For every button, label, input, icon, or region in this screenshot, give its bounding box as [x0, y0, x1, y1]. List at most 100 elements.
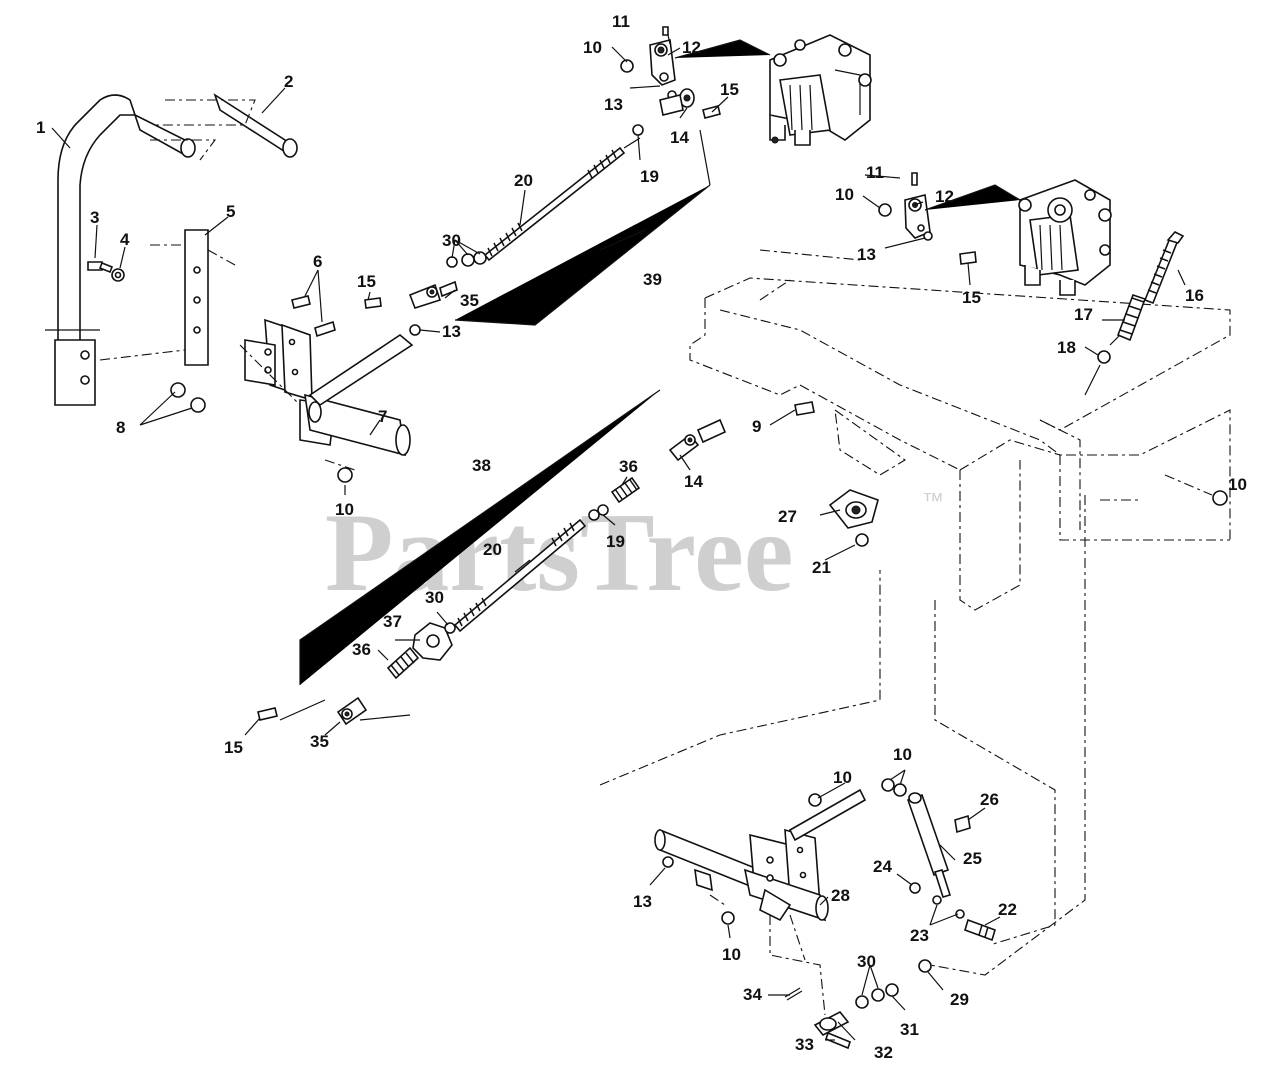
callout-38: 38 — [472, 456, 491, 475]
callout-10-c: 10 — [835, 185, 854, 204]
bolt-15-upper-left — [364, 297, 382, 309]
callout-28: 28 — [831, 886, 850, 905]
callout-1: 1 — [36, 118, 45, 137]
callout-4: 4 — [120, 230, 130, 249]
callout-10-a: 10 — [335, 500, 354, 519]
callout-11-b: 11 — [866, 163, 884, 182]
callout-15-a: 15 — [720, 80, 739, 99]
nut-30-lower — [444, 622, 456, 634]
callout-23: 23 — [910, 926, 929, 945]
callout-labels: 1 2 3 4 5 6 7 8 9 10 10 10 10 10 10 10 1… — [36, 12, 1247, 1062]
callout-31: 31 — [900, 1020, 919, 1039]
callout-13-b: 13 — [857, 245, 876, 264]
washers-23 — [932, 895, 965, 919]
callout-37: 37 — [383, 612, 402, 631]
rod-end-14-lower — [668, 418, 727, 462]
washer-29 — [918, 959, 932, 973]
callout-13-d: 13 — [633, 892, 652, 911]
callout-24: 24 — [873, 857, 892, 876]
leader-lines — [51, 46, 1186, 1041]
callout-22: 22 — [998, 900, 1017, 919]
callout-19-b: 19 — [606, 532, 625, 551]
callout-6: 6 — [313, 252, 322, 271]
callout-34: 34 — [743, 985, 762, 1004]
nuts-10-lower-c — [881, 778, 907, 797]
callout-26: 26 — [980, 790, 999, 809]
bracket-5 — [99, 229, 236, 366]
callout-32: 32 — [874, 1043, 893, 1062]
callout-10-b: 10 — [1228, 475, 1247, 494]
callout-13-a: 13 — [604, 95, 623, 114]
callout-39: 39 — [643, 270, 662, 289]
control-rod-20-lower — [453, 518, 587, 633]
callout-25: 25 — [963, 849, 982, 868]
callout-5: 5 — [226, 202, 235, 221]
nuts-30-upper — [446, 251, 487, 268]
callout-16: 16 — [1185, 286, 1204, 305]
callout-33: 33 — [795, 1035, 814, 1054]
frame-outline — [599, 249, 1231, 976]
callout-29: 29 — [950, 990, 969, 1009]
handle-assembly — [45, 93, 298, 406]
spring-36-lower — [386, 646, 420, 680]
callout-11-a: 11 — [612, 12, 630, 31]
callout-12-b: 12 — [935, 187, 954, 206]
callout-10-d: 10 — [583, 38, 602, 57]
nut-18 — [1084, 334, 1121, 396]
callout-12-a: 12 — [682, 38, 701, 57]
callout-36-a: 36 — [619, 457, 638, 476]
nut-4 — [111, 268, 125, 282]
callout-18: 18 — [1057, 338, 1076, 357]
callout-30-a: 30 — [442, 231, 461, 250]
callout-19-a: 19 — [640, 167, 659, 186]
nut-10-lower-b — [808, 793, 822, 807]
control-rod-20-upper — [483, 137, 641, 262]
clevis-32 — [813, 1010, 850, 1037]
washer-13-upper-left — [409, 324, 421, 336]
gas-spring-25 — [906, 792, 952, 898]
rod-end-35-upper — [408, 280, 458, 309]
callout-10-g: 10 — [722, 945, 741, 964]
knob-37 — [412, 622, 453, 661]
hydro-pump-left — [769, 34, 872, 146]
callout-15-d: 15 — [224, 738, 243, 757]
callout-8: 8 — [116, 418, 125, 437]
small-parts-left-pump — [620, 26, 771, 136]
bolt-9 — [794, 401, 815, 416]
hydro-pump-right — [1018, 179, 1112, 296]
bolt-26 — [954, 814, 971, 834]
pivot-assembly-left — [239, 318, 414, 471]
bolt-15-lower — [257, 707, 278, 721]
callout-20-a: 20 — [514, 171, 533, 190]
pin-33 — [825, 1031, 851, 1050]
callout-15-c: 15 — [357, 272, 376, 291]
rod-end-35-lower — [336, 696, 368, 726]
nut-21 — [855, 533, 869, 547]
callout-30-b: 30 — [425, 588, 444, 607]
pivot-assembly-28 — [654, 788, 867, 1016]
callout-20-b: 20 — [483, 540, 502, 559]
nuts-30-lower-right — [855, 988, 885, 1009]
callout-35-a: 35 — [460, 291, 479, 310]
callout-17: 17 — [1074, 305, 1093, 324]
callout-21: 21 — [812, 558, 831, 577]
callout-9: 9 — [752, 417, 761, 436]
pump-arm-12-left — [649, 39, 676, 86]
nut-10-lower-a — [721, 911, 735, 925]
callout-2: 2 — [284, 72, 293, 91]
callout-30-c: 30 — [857, 952, 876, 971]
callout-14-a: 14 — [670, 128, 689, 147]
callout-15-b: 15 — [962, 288, 981, 307]
watermark-trademark: ™ — [922, 488, 944, 513]
pump-arm-12-right — [878, 172, 1021, 265]
callout-10-f: 10 — [893, 745, 912, 764]
bolt-3 — [87, 261, 114, 274]
nuts-8 — [170, 382, 206, 413]
rod-16 — [1143, 231, 1185, 305]
washer-13-lower — [662, 856, 674, 868]
callout-10-e: 10 — [833, 768, 852, 787]
nut-31 — [885, 983, 899, 997]
callout-7: 7 — [378, 407, 387, 426]
callout-36-b: 36 — [352, 640, 371, 659]
